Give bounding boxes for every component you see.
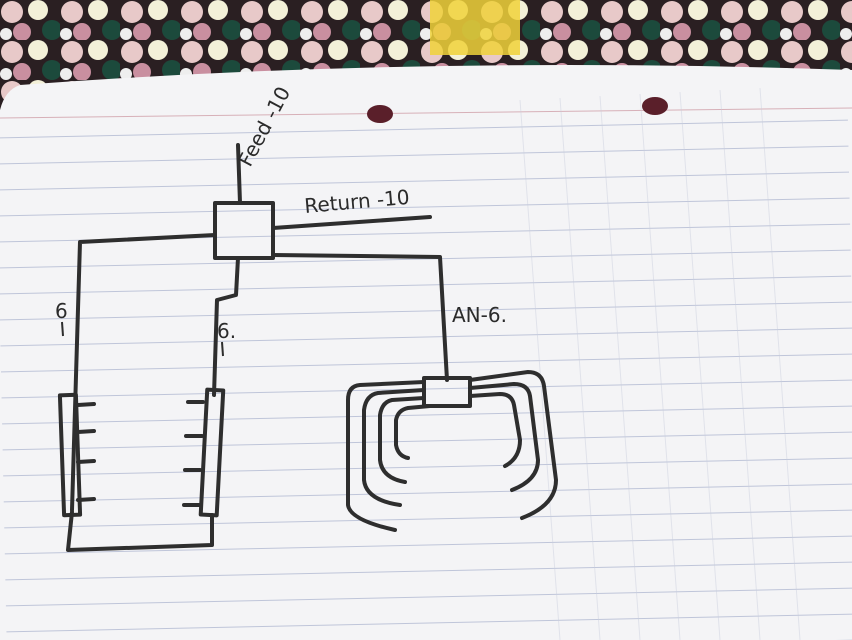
punch-hole-right <box>642 97 668 115</box>
mid-line <box>212 256 240 397</box>
punch-hole-left <box>367 105 393 123</box>
junction-block <box>213 201 275 260</box>
mid-line-label: 6. <box>217 319 236 343</box>
fuel-line-diagram <box>57 143 558 552</box>
right-fan-lines <box>468 370 558 520</box>
an6-line <box>271 253 449 382</box>
return-line <box>271 215 432 230</box>
left-fan-lines <box>346 380 432 532</box>
left-line <box>70 233 217 512</box>
bottom-line <box>66 510 214 552</box>
notebook-page <box>0 65 852 640</box>
left-line-label: 6 <box>55 299 68 323</box>
left-rail <box>57 392 83 518</box>
an6-label: AN-6. <box>452 303 507 327</box>
right-rail <box>198 387 226 518</box>
feed-line <box>236 143 242 205</box>
